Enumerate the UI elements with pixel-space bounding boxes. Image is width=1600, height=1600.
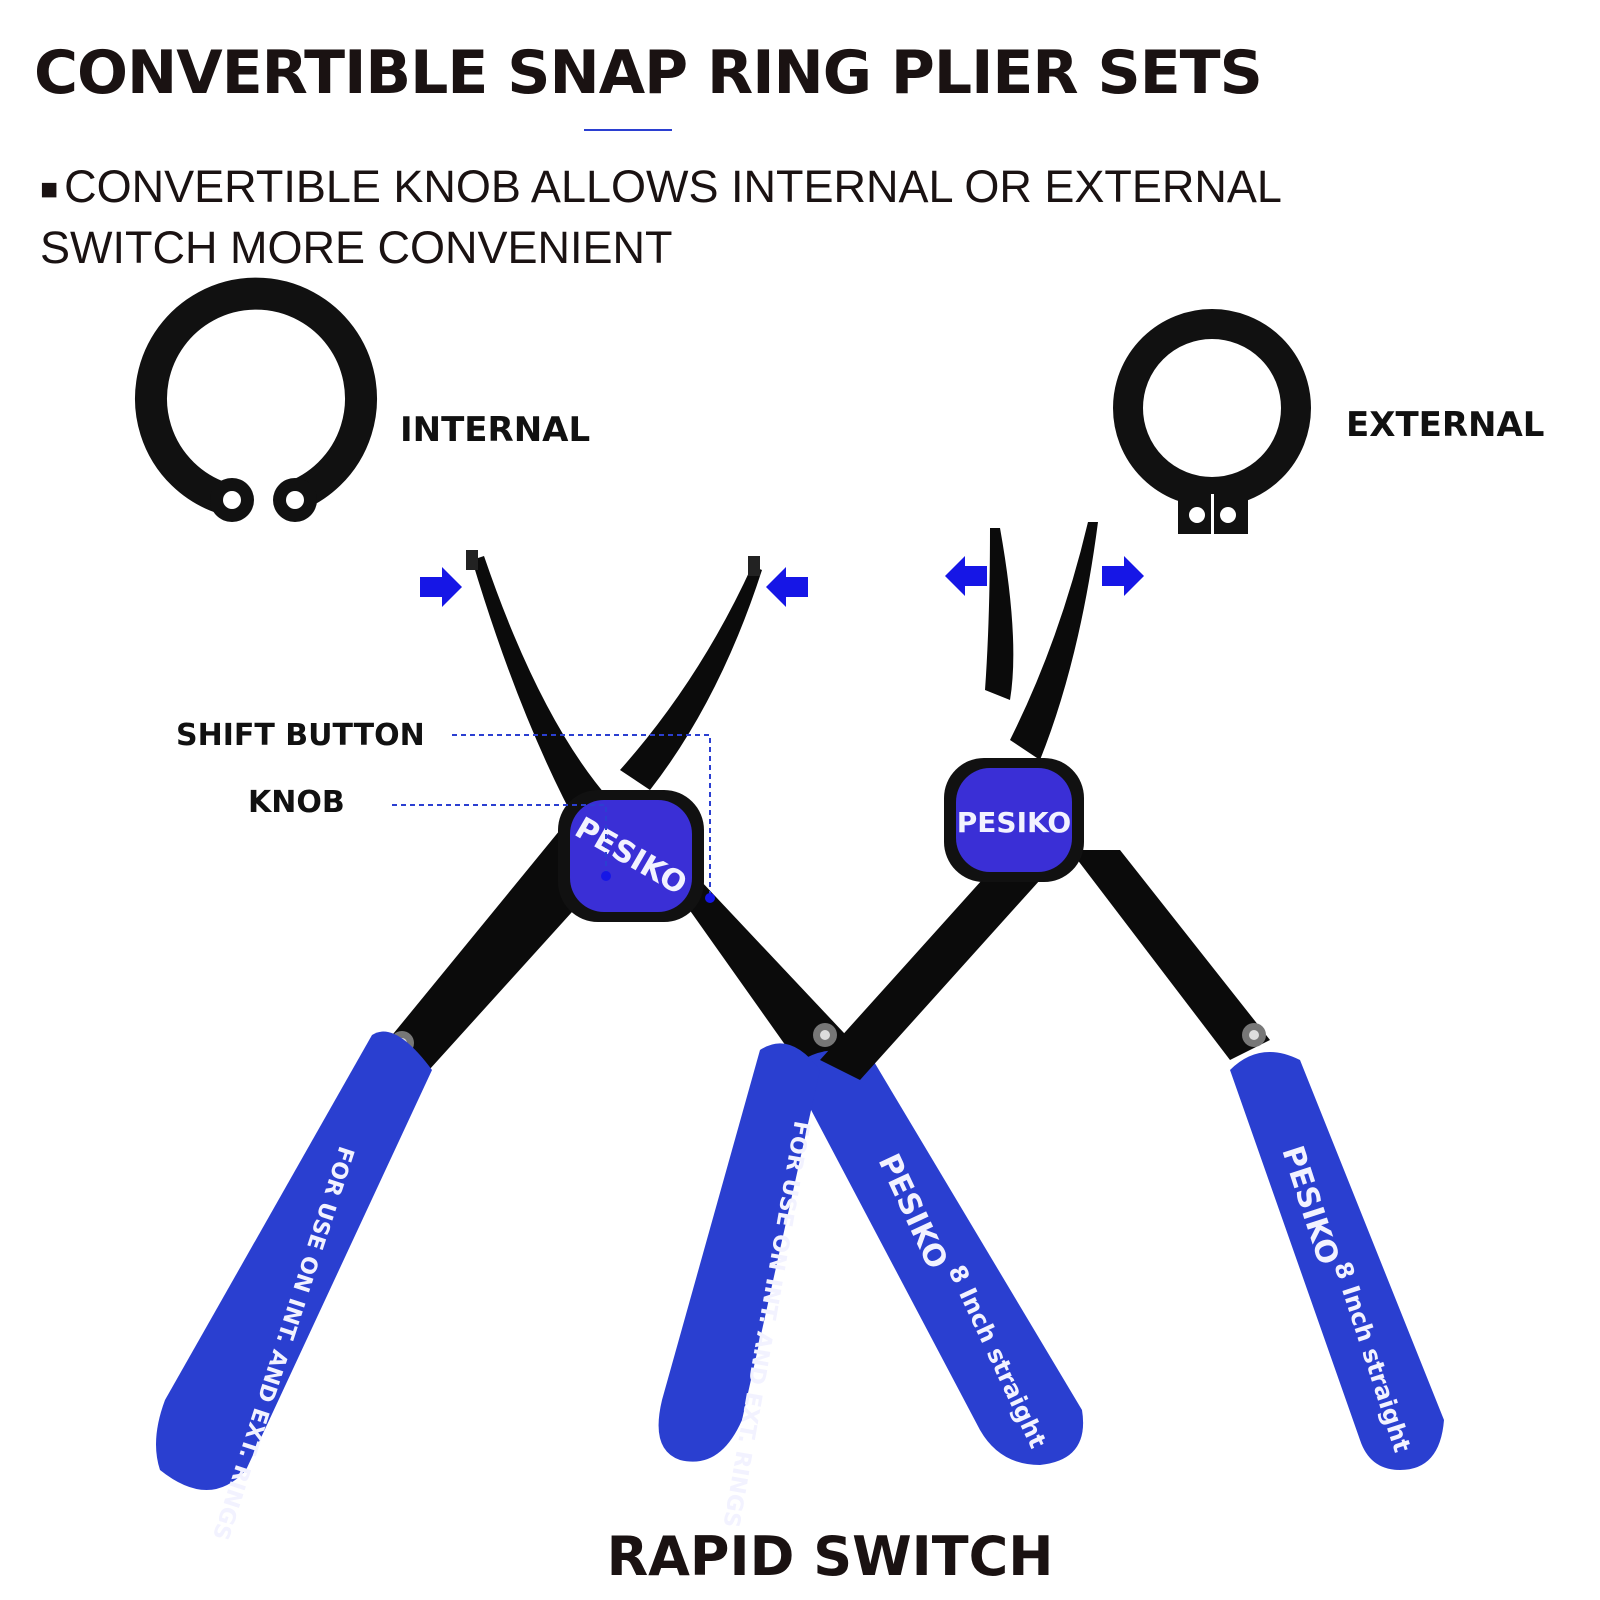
knob-brand: PESIKO: [957, 806, 1071, 839]
feature-bullet-text: CONVERTIBLE KNOB ALLOWS INTERNAL OR EXTE…: [40, 161, 1281, 274]
title-underline: [584, 129, 672, 131]
feature-bullet: ■CONVERTIBLE KNOB ALLOWS INTERNAL OR EXT…: [40, 158, 1360, 277]
internal-snap-ring-icon: [135, 277, 377, 522]
internal-label: INTERNAL: [400, 410, 591, 450]
knob-callout: [392, 804, 607, 876]
external-plier: PESIKO FOR USE ON INT. AND EXT. RINGS PE…: [658, 522, 1444, 1529]
arrow-right-icon: [420, 567, 462, 607]
shift-button-callout: [452, 734, 711, 898]
page-title: CONVERTIBLE SNAP RING PLIER SETS: [34, 38, 1263, 108]
arrow-left-icon: [766, 567, 808, 607]
arrow-right-icon: [1102, 556, 1144, 596]
shift-button-label: SHIFT BUTTON: [176, 718, 425, 753]
internal-plier: PESIKO FOR USE ON INT. AND EXT. RINGS PE…: [156, 550, 1084, 1543]
external-label: EXTERNAL: [1346, 405, 1545, 445]
external-snap-ring-icon: [1113, 309, 1311, 534]
arrow-left-icon: [945, 556, 987, 596]
footer-title: RAPID SWITCH: [606, 1525, 1054, 1588]
knob-label: KNOB: [248, 785, 345, 820]
bullet-icon: ■: [40, 173, 59, 207]
